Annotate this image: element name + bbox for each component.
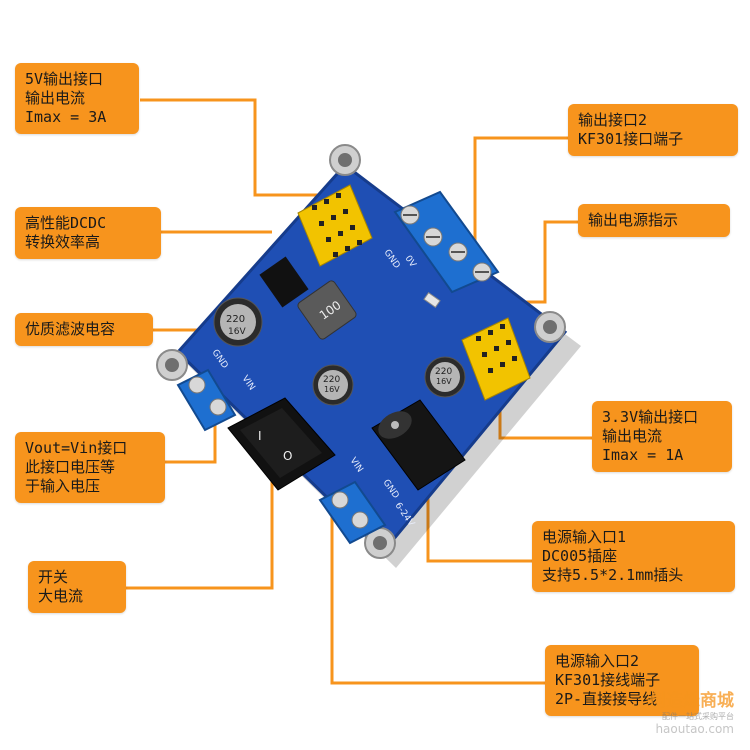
watermark-subtitle: 配件一站式采购平台 — [662, 712, 734, 721]
callout-dcdc: 高性能DCDC 转换效率高 — [15, 207, 161, 259]
leader-output-5v — [140, 98, 320, 197]
inductor: 100 — [297, 280, 357, 340]
dcdc-ic — [259, 256, 309, 308]
cap-left-value: 220 — [226, 314, 245, 325]
cap-right-voltage: 16V — [436, 377, 452, 386]
watermark-title: 创造烁商城 — [649, 691, 734, 711]
capacitor-left: 220 16V — [213, 297, 263, 347]
pin-header-3v3 — [461, 317, 531, 401]
pin-header-5v — [297, 184, 373, 267]
callout-capacitor: 优质滤波电容 — [15, 313, 153, 346]
watermark-url: haoutao.com — [655, 722, 734, 736]
callout-power-led: 输出电源指示 — [578, 204, 730, 237]
callout-input2: 电源输入口2 KF301接线端子 2P-直接接导线 — [545, 645, 699, 716]
capacitor-mid: 220 16V — [312, 364, 354, 406]
dc-jack — [371, 399, 466, 491]
cap-mid-voltage: 16V — [324, 385, 340, 394]
board: 100 220 16V 220 16V 220 16V — [156, 144, 581, 568]
callout-input1: 电源输入口1 DC005插座 支持5.5*2.1mm插头 — [532, 521, 735, 592]
leader-lines — [125, 98, 592, 685]
cap-left-voltage: 16V — [228, 327, 246, 337]
terminal-output2 — [393, 190, 500, 294]
callout-output2: 输出接口2 KF301接口端子 — [568, 104, 738, 156]
callout-vout-vin: Vout=Vin接口 此接口电压等 于输入电压 — [15, 432, 165, 503]
callout-output-3v3: 3.3V输出接口 输出电流 Imax = 1A — [592, 401, 732, 472]
callout-output-5v: 5V输出接口 输出电流 Imax = 3A — [15, 63, 139, 134]
terminal-vout-vin — [176, 368, 237, 432]
capacitor-right: 220 16V — [424, 356, 466, 398]
cap-mid-value: 220 — [323, 375, 340, 385]
cap-right-value: 220 — [435, 367, 452, 377]
leader-input2 — [330, 505, 545, 685]
terminal-input2 — [318, 480, 387, 545]
power-switch: I O — [227, 397, 336, 491]
svg-text:O: O — [283, 449, 292, 463]
callout-switch: 开关 大电流 — [28, 561, 126, 613]
power-led — [423, 292, 441, 308]
leader-switch — [125, 475, 274, 590]
svg-text:I: I — [258, 429, 262, 443]
leader-output2 — [473, 136, 568, 252]
watermark: 创造烁商城 配件一站式采购平台 haoutao.com — [649, 686, 734, 736]
